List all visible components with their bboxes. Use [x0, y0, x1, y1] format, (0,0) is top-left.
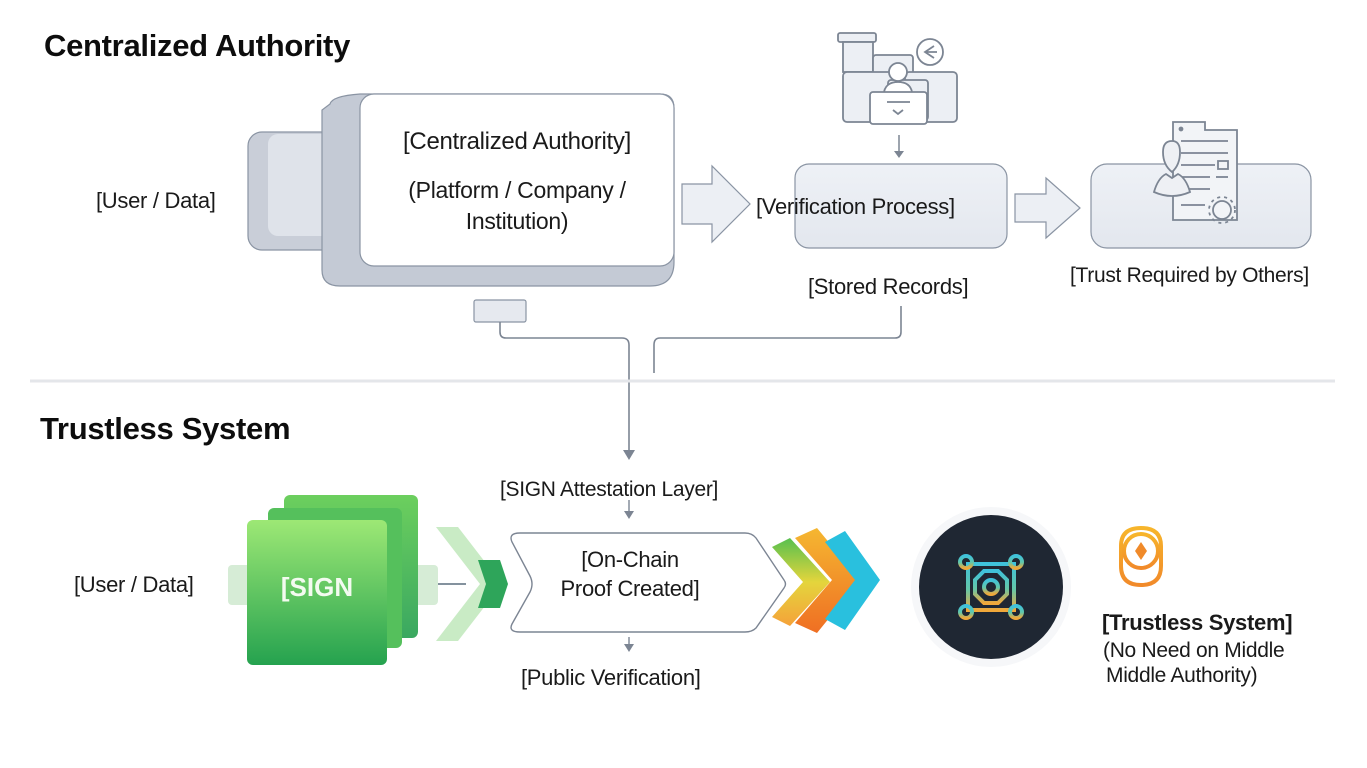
trustless-system-desc-2: Middle Authority) [1106, 664, 1258, 687]
public-verification-label: [Public Verification] [521, 665, 701, 690]
arrow-down-icon [894, 151, 904, 158]
verification-process-label: [Verification Process] [756, 194, 955, 219]
on-chain-proof-line-2: Proof Created] [560, 576, 700, 601]
stored-records-node [473, 299, 527, 323]
centralized-authority-block [247, 93, 675, 287]
verification-process-box [794, 163, 1008, 249]
green-chevron-icon [436, 527, 508, 641]
trust-required-label: [Trust Required by Others] [1070, 264, 1309, 287]
section-title-trustless: Trustless System [40, 411, 291, 446]
on-chain-proof-line-1: [On-Chain [581, 547, 679, 572]
arrow-down-icon [624, 644, 634, 652]
user-data-label-bottom: [User / Data] [74, 572, 194, 597]
document-person-gear-icon [1152, 121, 1238, 224]
sign-block [247, 495, 418, 665]
trustless-system-desc-1: (No Need on Middle [1103, 639, 1285, 662]
sign-block-label: [SIGN [280, 572, 354, 602]
on-chain-proof-shape [510, 532, 787, 633]
connector-right [653, 306, 902, 373]
centralized-authority-subtitle-1: (Platform / Company / [408, 177, 626, 203]
arrow-down-icon [624, 511, 634, 519]
arrow-to-verification [681, 164, 751, 244]
trustless-system-title: [Trustless System] [1102, 610, 1293, 635]
user-data-label-top: [User / Data] [96, 188, 216, 213]
connector-left [499, 322, 630, 452]
coin-token-icon [1119, 525, 1163, 588]
network-node-icon [911, 507, 1071, 667]
centralized-authority-subtitle-2: Institution) [465, 208, 569, 234]
stored-records-label: [Stored Records] [808, 274, 969, 299]
multicolor-chevrons-icon [772, 528, 880, 633]
arrow-to-trust [1014, 176, 1081, 240]
section-title-centralized: Centralized Authority [44, 28, 351, 63]
arrow-down-icon [623, 450, 635, 460]
person-at-terminal-icon [837, 32, 958, 125]
centralized-authority-title: [Centralized Authority] [403, 128, 631, 155]
sign-attestation-layer-label: [SIGN Attestation Layer] [500, 478, 719, 501]
